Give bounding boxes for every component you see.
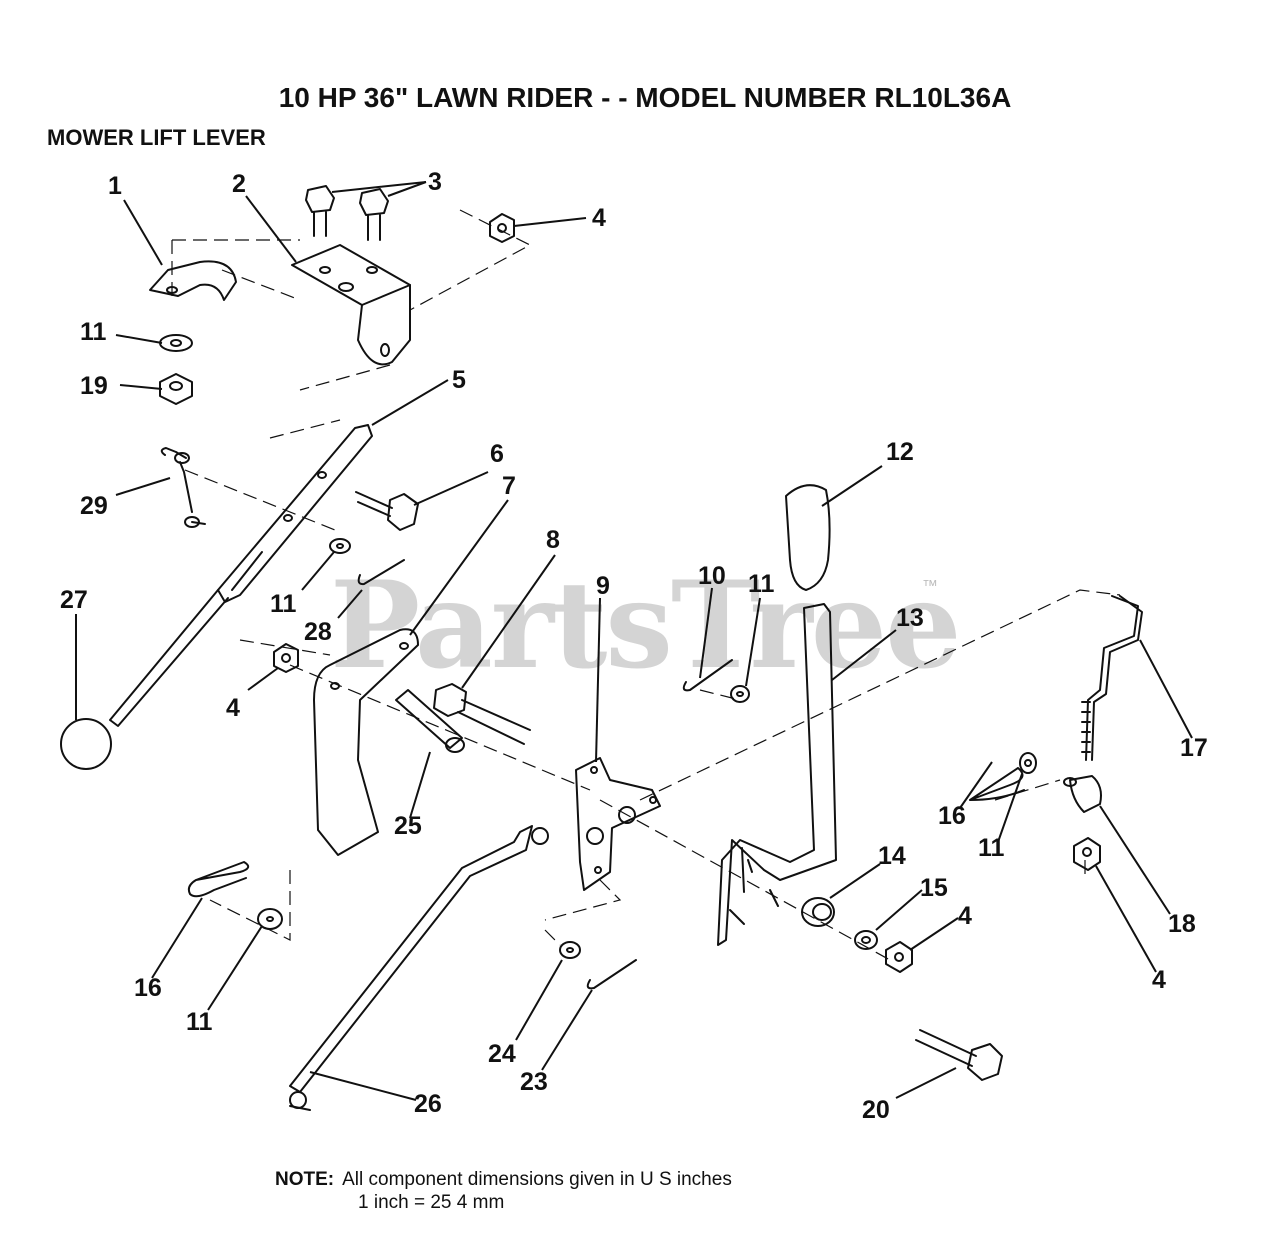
callout-4: 4 (1152, 966, 1166, 994)
part-6-bolt (355, 491, 419, 531)
note-line-2: 1 inch = 25 4 mm (358, 1192, 505, 1213)
part-23-cotter-pin (586, 959, 637, 990)
callout-numbers: 1 2 3 4 11 19 5 6 7 29 8 9 10 11 12 13 2… (60, 168, 1208, 1124)
part-9-pivot-plate (575, 757, 661, 891)
watermark: PartsTree (330, 555, 961, 696)
page-title: 10 HP 36" LAWN RIDER - - MODEL NUMBER RL… (278, 82, 1012, 113)
callout-11: 11 (748, 570, 775, 598)
part-16-hairpin-right (969, 767, 1025, 801)
dimension-note: NOTE: All component dimensions given in U… (275, 1168, 732, 1214)
callout-20: 20 (862, 1096, 890, 1124)
callout-11: 11 (270, 590, 297, 618)
part-11-washer-upper (730, 685, 750, 703)
part-15-washer (854, 930, 878, 950)
callout-18: 18 (1168, 910, 1196, 938)
part-29-clevis (160, 447, 206, 528)
callout-25: 25 (394, 812, 422, 840)
callout-27: 27 (60, 586, 88, 614)
part-13-lift-lever (717, 603, 837, 946)
part-11-washer-right (1019, 752, 1037, 774)
note-label: NOTE: (275, 1169, 335, 1190)
callout-9: 9 (596, 572, 610, 600)
part-8-bolt (433, 683, 531, 745)
callout-6: 6 (490, 440, 504, 468)
callout-29: 29 (80, 492, 108, 520)
part-10-cotter-pin (682, 659, 733, 692)
leader-lines (75, 181, 1193, 1101)
part-20-bolt (915, 1029, 1003, 1081)
callout-13: 13 (896, 604, 924, 632)
callout-4: 4 (592, 204, 606, 232)
callout-15: 15 (920, 874, 948, 902)
part-11-washer-mid (329, 538, 351, 554)
callout-11: 11 (978, 834, 1005, 862)
part-4-nut-right (885, 941, 913, 973)
part-26-link-rod (289, 825, 549, 1111)
section-title: MOWER LIFT LEVER (47, 125, 266, 150)
part-3-bolts (305, 185, 389, 241)
callout-5: 5 (452, 366, 466, 394)
callout-17: 17 (1180, 734, 1208, 762)
callout-14: 14 (878, 842, 906, 870)
part-1-clip (149, 260, 237, 301)
part-25-spacer (395, 689, 465, 753)
part-16-hairpin-left (187, 861, 250, 898)
note-line-1: All component dimensions given in U S in… (342, 1169, 732, 1190)
callout-4: 4 (226, 694, 240, 722)
callout-2: 2 (232, 170, 246, 198)
part-2-bracket (291, 244, 411, 366)
part-11-washer-top (159, 334, 193, 352)
callout-23: 23 (520, 1068, 548, 1096)
callout-10: 10 (698, 562, 726, 590)
callout-1: 1 (108, 172, 122, 200)
trademark-symbol: ™ (922, 578, 938, 595)
callout-19: 19 (80, 372, 108, 400)
part-12-grip (785, 484, 831, 591)
part-4-nut-far-right (1073, 837, 1101, 871)
part-27-knob (60, 718, 112, 770)
callout-11: 11 (80, 318, 107, 346)
part-4-nut-top (489, 213, 515, 243)
part-11-washer-left (257, 908, 283, 930)
callout-11: 11 (186, 1008, 213, 1036)
part-24-washer (559, 941, 581, 959)
part-14-bushing (801, 897, 835, 927)
part-5-lift-link (109, 424, 373, 727)
part-19-nut (159, 373, 193, 405)
callout-24: 24 (488, 1040, 516, 1068)
callout-4: 4 (958, 902, 972, 930)
part-17-adjustment-rod (1081, 595, 1143, 761)
callout-12: 12 (886, 438, 914, 466)
callout-16: 16 (938, 802, 966, 830)
part-7-lever-plate (313, 628, 419, 856)
part-28-cotter-pin (357, 559, 405, 586)
part-18-swivel (1063, 775, 1102, 813)
callout-8: 8 (546, 526, 560, 554)
part-4-nut-left (273, 643, 299, 673)
callout-28: 28 (304, 618, 332, 646)
callout-3: 3 (428, 168, 442, 196)
callout-7: 7 (502, 472, 516, 500)
callout-26: 26 (414, 1090, 442, 1118)
callout-16: 16 (134, 974, 162, 1002)
